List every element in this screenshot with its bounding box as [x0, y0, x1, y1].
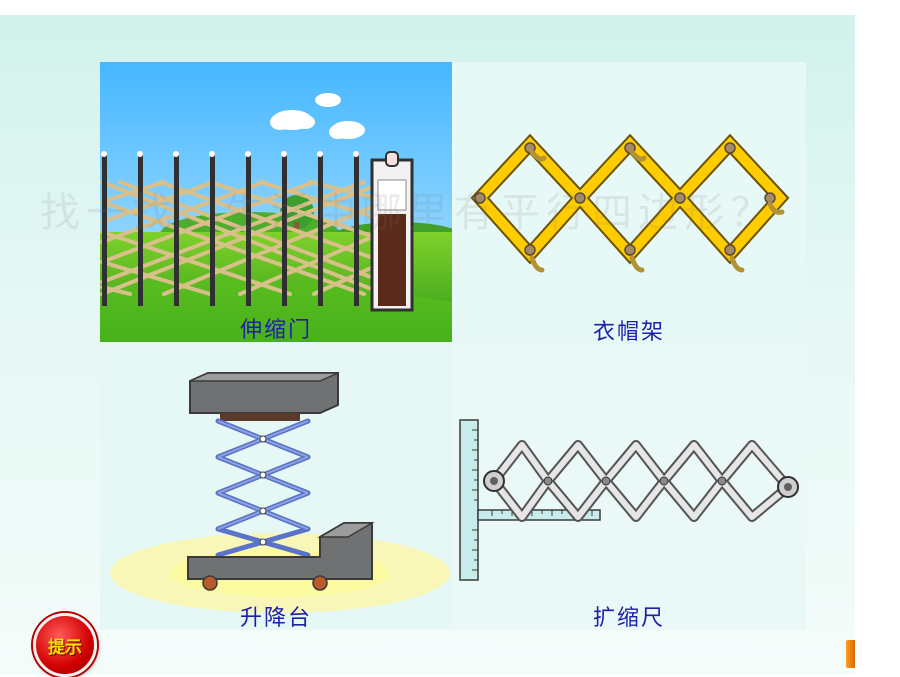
retractable-gate-illustration: [100, 62, 452, 342]
panel-pantograph-ruler: 扩缩尺: [452, 345, 806, 630]
caption-coat-rack: 衣帽架: [592, 320, 665, 342]
caption-lifting-platform: 升降台: [239, 606, 312, 630]
caption-retractable-gate: 伸缩门: [239, 318, 312, 342]
lifting-platform-illustration: [110, 372, 450, 613]
caption-pantograph-ruler: 扩缩尺: [592, 606, 665, 630]
cloud-icons: [270, 93, 365, 139]
panel-coat-rack: 衣帽架: [452, 62, 806, 342]
coat-rack-illustration: [470, 133, 790, 273]
panel-retractable-gate: 伸缩门: [100, 62, 452, 342]
pantograph-ruler-illustration: [459, 419, 799, 581]
panel-lifting-platform: 升降台: [100, 345, 452, 630]
hint-button-label: 提示: [48, 637, 82, 658]
hint-button[interactable]: 提示: [33, 613, 97, 677]
next-slide-tab[interactable]: [846, 640, 855, 668]
